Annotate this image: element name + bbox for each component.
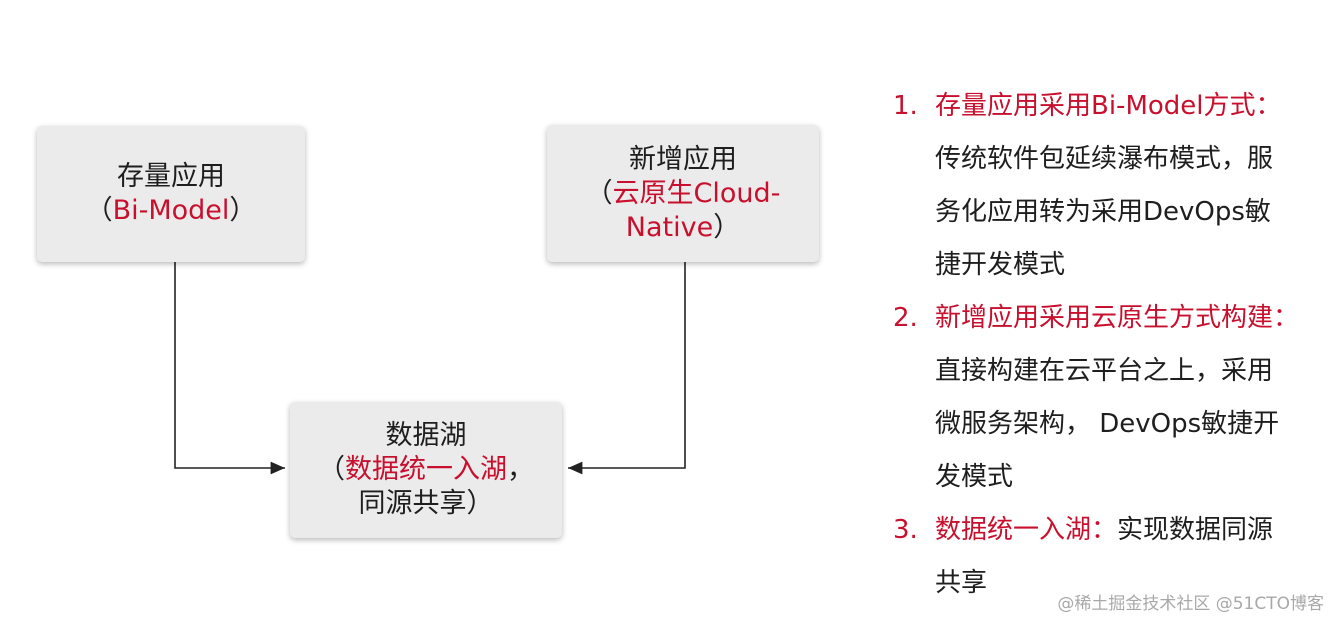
bi-model-label: Bi-Model (112, 195, 230, 226)
box-new-apps: 新增应用 （云原生Cloud- Native） (547, 125, 819, 262)
box-lake-subtitle-line2: 同源共享） (358, 488, 494, 519)
list-item: 2. 新增应用采用云原生方式构建： 直接构建在云平台之上，采用 微服务架构， D… (893, 292, 1333, 504)
connector-new-to-lake (568, 262, 686, 475)
list-item: 1. 存量应用采用Bi-Model方式： 传统软件包延续瀑布模式，服 务化应用转… (893, 80, 1333, 292)
list-item-line: 共享 (935, 568, 988, 598)
box-existing-apps: 存量应用 （Bi-Model） (37, 126, 305, 262)
box-lake-subtitle-line1: （数据统一入湖， (318, 454, 534, 485)
list-item-number: 1. (893, 91, 918, 121)
box-new-subtitle-line1: （云原生Cloud- (585, 177, 781, 209)
list-item-line: 传统软件包延续瀑布模式，服 (935, 144, 1274, 174)
watermark: @稀土掘金技术社区 @51CTO博客 (1057, 594, 1324, 614)
connector-existing-to-lake (174, 262, 285, 475)
box-new-subtitle-line2: Native） (625, 211, 741, 243)
box-existing-title: 存量应用 (117, 161, 225, 192)
list-item-line: 微服务架构， DevOps敏捷开 (935, 409, 1280, 439)
box-data-lake: 数据湖 （数据统一入湖， 同源共享） (290, 402, 562, 538)
data-lake-label: 数据统一入湖 (345, 454, 507, 485)
list-item-line: 务化应用转为采用DevOps敏 (935, 197, 1271, 227)
list-item-title: 新增应用采用云原生方式构建： (935, 303, 1300, 333)
box-new-title: 新增应用 (629, 143, 737, 175)
list-item: 3. 数据统一入湖：实现数据同源 共享 (893, 504, 1333, 610)
box-lake-title: 数据湖 (385, 420, 467, 451)
list-item-number: 2. (893, 303, 918, 333)
strategy-list: 1. 存量应用采用Bi-Model方式： 传统软件包延续瀑布模式，服 务化应用转… (893, 80, 1333, 610)
list-item-title: 存量应用采用Bi-Model方式： (935, 91, 1282, 121)
cloud-native-label-b: Native (625, 211, 714, 243)
box-existing-subtitle: （Bi-Model） (85, 195, 257, 226)
list-item-inline-text: 实现数据同源 (1117, 515, 1274, 545)
list-item-number: 3. (893, 515, 918, 545)
list-item-line: 捷开发模式 (935, 250, 1066, 280)
list-item-title: 数据统一入湖： (935, 515, 1118, 545)
list-item-line: 发模式 (935, 462, 1014, 492)
list-item-line: 直接构建在云平台之上，采用 (935, 356, 1274, 386)
cloud-native-label-a: 云原生Cloud- (612, 177, 781, 209)
